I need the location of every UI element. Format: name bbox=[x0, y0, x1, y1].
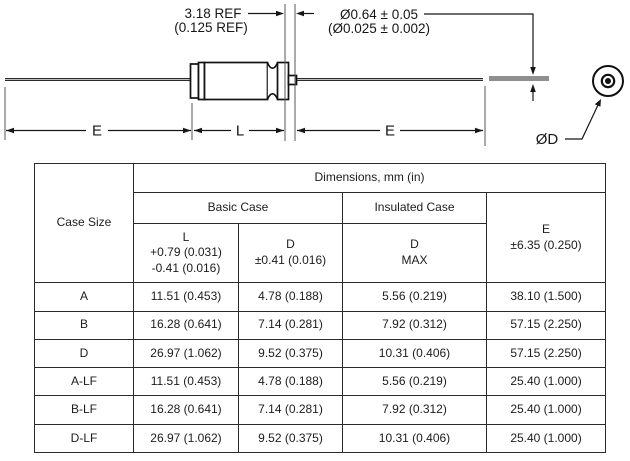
col-d-ins-symbol: D bbox=[410, 237, 419, 252]
cell-d-ins: 7.92 (0.312) bbox=[342, 310, 487, 340]
end-view bbox=[592, 65, 624, 97]
cell-case: B bbox=[34, 310, 134, 340]
table-row-a: A 11.51 (0.453) 4.78 (0.188) 5.56 (0.219… bbox=[34, 282, 607, 312]
dia-d-label: ØD bbox=[536, 131, 559, 148]
component-outline-drawing: E L E 3.18 REF (0.125 REF) Ø0.64 ± 0.05 bbox=[4, 4, 624, 148]
cell-l: 11.51 (0.453) bbox=[133, 367, 239, 397]
body-left-ring bbox=[197, 61, 206, 101]
table-title: Dimensions, mm (in) bbox=[132, 162, 607, 194]
lead-dia-leader bbox=[424, 13, 536, 101]
column-header-d-basic: D ±0.41 (0.016) bbox=[238, 222, 343, 284]
dim-label-e-left: E bbox=[92, 123, 102, 140]
cell-case: D-LF bbox=[34, 423, 134, 454]
column-header-l: L +0.79 (0.031) -0.41 (0.016) bbox=[133, 222, 239, 284]
body-cylinder bbox=[203, 61, 269, 101]
cell-l: 16.28 (0.641) bbox=[133, 395, 239, 425]
end-view-center-dot bbox=[605, 78, 611, 84]
table-row-b: B 16.28 (0.641) 7.14 (0.281) 7.92 (0.312… bbox=[34, 310, 607, 340]
extension-lines bbox=[4, 4, 486, 146]
cell-e: 25.40 (1.000) bbox=[485, 367, 607, 397]
cell-case: A-LF bbox=[34, 367, 134, 397]
cell-l: 26.97 (1.062) bbox=[133, 338, 239, 369]
cell-e: 25.40 (1.000) bbox=[485, 423, 607, 454]
dimensions-table: Case Size Dimensions, mm (in) Basic Case… bbox=[34, 162, 607, 454]
cell-d-ins: 5.56 (0.219) bbox=[342, 367, 487, 397]
dimension-e-left bbox=[6, 127, 191, 134]
cell-case: B-LF bbox=[34, 395, 134, 425]
cell-e: 38.10 (1.500) bbox=[485, 282, 607, 312]
cell-d: 4.78 (0.188) bbox=[238, 367, 343, 397]
col-e-symbol: E bbox=[542, 222, 551, 237]
col-l-tol-plus: +0.79 (0.031) bbox=[150, 245, 222, 260]
dia-d-leader bbox=[565, 99, 601, 140]
cell-l: 16.28 (0.641) bbox=[133, 310, 239, 340]
body-right-cap bbox=[276, 61, 290, 101]
capacitor-body bbox=[189, 61, 298, 101]
cell-e: 25.40 (1.000) bbox=[485, 395, 607, 425]
lead-dia-in: (Ø0.025 ± 0.002) bbox=[328, 21, 430, 36]
ref-dim-arrows bbox=[248, 10, 314, 17]
cell-l: 26.97 (1.062) bbox=[133, 423, 239, 454]
cell-d: 7.14 (0.281) bbox=[238, 395, 343, 425]
table-row-a-lf: A-LF 11.51 (0.453) 4.78 (0.188) 5.56 (0.… bbox=[34, 367, 607, 397]
cell-d-ins: 7.92 (0.312) bbox=[342, 395, 487, 425]
cell-case: D bbox=[34, 338, 134, 369]
col-l-symbol: L bbox=[182, 229, 190, 244]
lead-dia-mm: Ø0.64 ± 0.05 bbox=[340, 7, 418, 22]
dim-label-l: L bbox=[236, 123, 244, 140]
ref-dim-mm: 3.18 REF bbox=[184, 6, 241, 21]
col-d-ins-max: MAX bbox=[401, 252, 428, 267]
group-header-insulated-case: Insulated Case bbox=[342, 192, 487, 224]
cell-case: A bbox=[34, 282, 134, 312]
table-row-d: D 26.97 (1.062) 9.52 (0.375) 10.31 (0.40… bbox=[34, 338, 607, 369]
case-size-header: Case Size bbox=[34, 162, 134, 284]
dimension-e-right bbox=[297, 127, 483, 134]
table-row-b-lf: B-LF 16.28 (0.641) 7.14 (0.281) 7.92 (0.… bbox=[34, 395, 607, 425]
column-header-d-insulated: D MAX bbox=[342, 222, 487, 284]
cell-e: 57.15 (2.250) bbox=[485, 338, 607, 369]
cell-d: 9.52 (0.375) bbox=[238, 338, 343, 369]
cell-d-ins: 5.56 (0.219) bbox=[342, 282, 487, 312]
table-row-d-lf: D-LF 26.97 (1.062) 9.52 (0.375) 10.31 (0… bbox=[34, 423, 607, 454]
ref-dim-in: (0.125 REF) bbox=[174, 20, 248, 35]
lead-weld-nub bbox=[287, 74, 298, 86]
cell-d: 9.52 (0.375) bbox=[238, 423, 343, 454]
cell-d: 4.78 (0.188) bbox=[238, 282, 343, 312]
col-e-tolerance: ±6.35 (0.250) bbox=[510, 237, 582, 252]
cell-l: 11.51 (0.453) bbox=[133, 282, 239, 312]
cell-d-ins: 10.31 (0.406) bbox=[342, 423, 487, 454]
group-header-basic-case: Basic Case bbox=[133, 192, 343, 224]
body-left-cap bbox=[189, 63, 200, 99]
col-d-basic-symbol: D bbox=[286, 237, 295, 252]
cell-d: 7.14 (0.281) bbox=[238, 310, 343, 340]
col-d-basic-tolerance: ±0.41 (0.016) bbox=[254, 252, 327, 267]
column-header-e: E ±6.35 (0.250) bbox=[485, 192, 607, 284]
dim-label-e-right: E bbox=[385, 123, 395, 140]
dimension-l bbox=[194, 127, 284, 134]
cell-d-ins: 10.31 (0.406) bbox=[342, 338, 487, 369]
body-crimp-fill bbox=[267, 63, 278, 99]
cell-e: 57.15 (2.250) bbox=[485, 310, 607, 340]
col-l-tol-minus: -0.41 (0.016) bbox=[151, 260, 221, 275]
